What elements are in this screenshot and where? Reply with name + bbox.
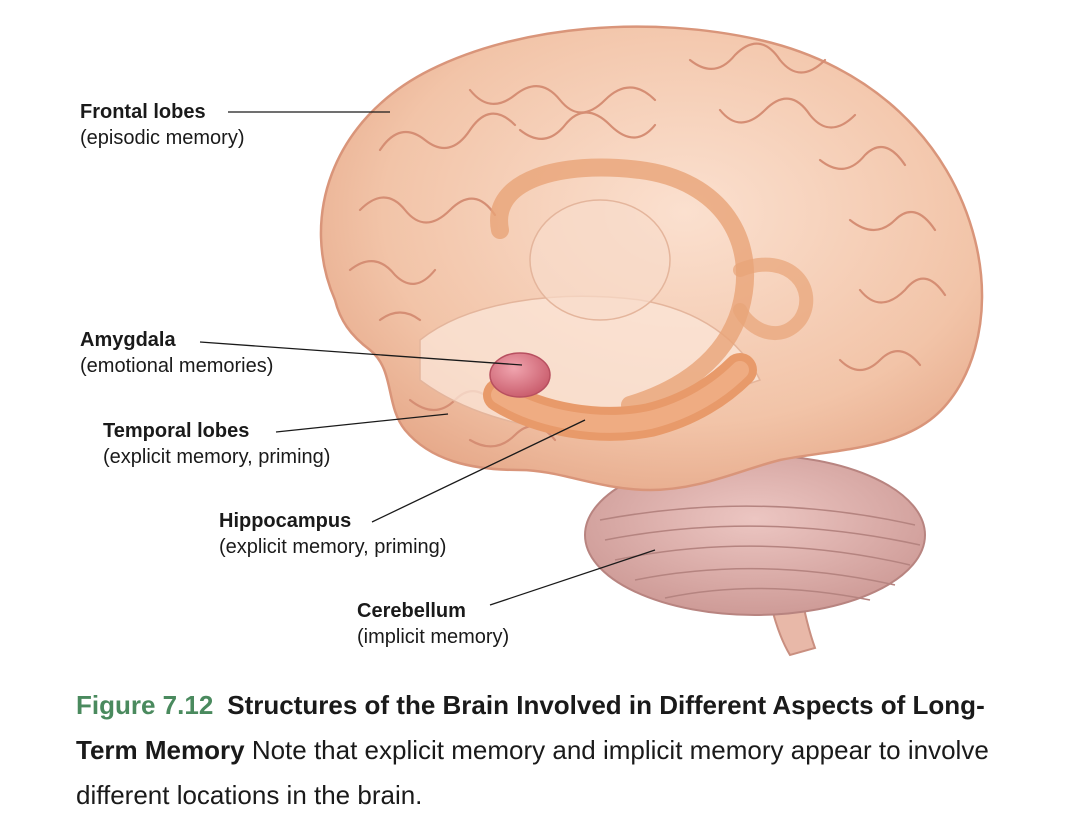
figure-caption-text: Note that explicit memory and implicit m…	[76, 735, 989, 810]
label-desc: (implicit memory)	[357, 626, 510, 648]
leader-temporal	[275, 413, 449, 433]
fornix-loop	[733, 257, 814, 341]
thalamus-region	[529, 199, 671, 321]
label-frontal-lobes: Frontal lobes (episodic memory)	[80, 99, 244, 151]
label-desc: (emotional memories)	[80, 355, 274, 377]
leader-hippocampus	[371, 419, 586, 523]
label-desc: (episodic memory)	[80, 127, 245, 149]
figure-number: Figure 7.12	[76, 690, 214, 720]
label-name: Amygdala	[80, 329, 176, 351]
label-hippocampus: Hippocampus (explicit memory, priming)	[219, 508, 446, 560]
label-name: Hippocampus	[219, 510, 352, 532]
fornix-arc	[490, 158, 755, 414]
label-cerebellum: Cerebellum (implicit memory)	[357, 598, 509, 650]
leader-amygdala	[199, 341, 523, 366]
label-desc: (explicit memory, priming)	[219, 536, 447, 558]
amygdala-structure	[489, 352, 551, 398]
figure-title: Structures of the Brain Involved in Diff…	[76, 690, 985, 765]
label-name: Cerebellum	[357, 600, 466, 622]
label-temporal-lobes: Temporal lobes (explicit memory, priming…	[103, 418, 330, 470]
label-name: Frontal lobes	[80, 101, 206, 123]
label-desc: (explicit memory, priming)	[103, 446, 331, 468]
leader-cerebellum	[489, 549, 656, 606]
label-amygdala: Amygdala (emotional memories)	[80, 327, 273, 379]
brain-illustration	[199, 25, 984, 657]
label-name: Temporal lobes	[103, 420, 250, 442]
leader-lines	[199, 111, 656, 606]
